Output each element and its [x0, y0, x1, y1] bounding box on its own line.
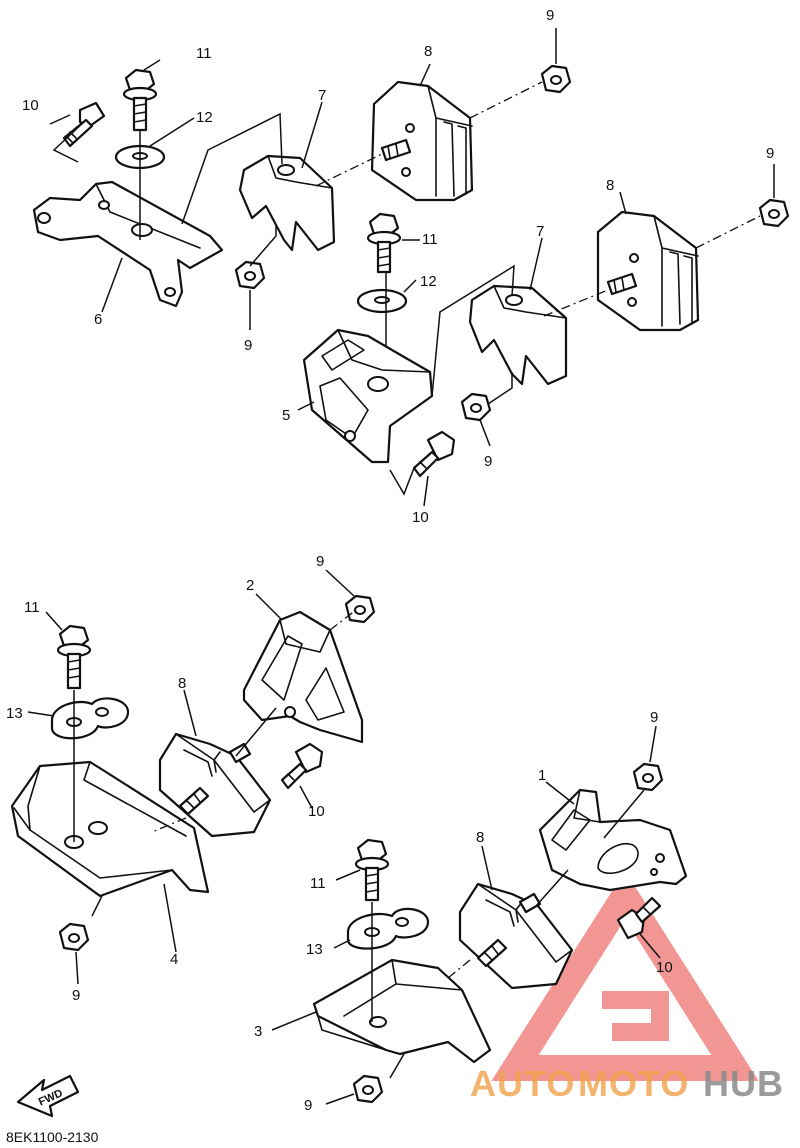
- callout-7: 7: [318, 87, 326, 104]
- callout-2: 2: [246, 577, 254, 594]
- callout-9: 9: [304, 1097, 312, 1114]
- flange-bolt-10-upper: [62, 101, 106, 148]
- callout-13: 13: [6, 705, 23, 722]
- flange-nut-9-bottom: [352, 1074, 384, 1104]
- callout-9: 9: [316, 553, 324, 570]
- flange-nut-9-left: [234, 260, 266, 290]
- callout-10: 10: [412, 509, 429, 526]
- flange-bolt-11-lower-left: [56, 624, 92, 690]
- callout-8: 8: [424, 43, 432, 60]
- callout-6: 6: [94, 311, 102, 328]
- callout-5: 5: [282, 407, 290, 424]
- lower-left-lines: [27, 569, 357, 985]
- callout-11: 11: [196, 45, 212, 62]
- rubber-damper-8-lower-left: [158, 732, 272, 838]
- mount-bracket-7-upper: [238, 154, 336, 252]
- callout-9: 9: [766, 145, 774, 162]
- rubber-damper-8-lower-right: [458, 882, 574, 990]
- flange-bolt-11-lower-right: [354, 838, 390, 902]
- flange-nut-9-lower-right: [632, 762, 664, 792]
- callout-3: 3: [254, 1023, 262, 1040]
- flange-nut-9-under-4: [58, 922, 90, 952]
- callout-8: 8: [606, 177, 614, 194]
- flange-bolt-10-middle: [412, 430, 456, 478]
- flange-nut-9-top: [540, 64, 572, 94]
- flange-nut-9-far-right: [758, 198, 790, 228]
- callout-12: 12: [420, 273, 437, 290]
- flange-nut-9-middle: [460, 392, 492, 422]
- callout-9: 9: [484, 453, 492, 470]
- upper-assembly-lines: [49, 28, 775, 507]
- flange-bolt-10-lower-right: [616, 896, 662, 940]
- engine-bracket-5: [302, 328, 434, 464]
- callout-11: 11: [422, 231, 438, 248]
- callout-9: 9: [546, 7, 554, 24]
- flange-nut-9-lower-top: [344, 594, 376, 624]
- callout-9: 9: [650, 709, 658, 726]
- flange-bolt-10-lower-left: [280, 742, 324, 790]
- watermark-auto: AUTO: [470, 1063, 575, 1104]
- plate-13-lower-right: [346, 907, 430, 950]
- callout-13: 13: [306, 941, 323, 958]
- plate-13-lower-left: [50, 697, 130, 740]
- washer-12-middle: [356, 288, 408, 314]
- rubber-damper-8-right: [596, 210, 700, 332]
- mount-bracket-7-middle: [468, 284, 568, 386]
- callout-4: 4: [170, 951, 178, 968]
- diagram-code: 8EK1100-2130: [6, 1129, 99, 1145]
- flange-bolt-11-middle: [366, 212, 402, 274]
- engine-bracket-4: [10, 760, 210, 898]
- automotohub-logo: [491, 870, 759, 1081]
- callout-10: 10: [656, 959, 673, 976]
- rubber-damper-8-upper: [370, 80, 474, 202]
- engine-bracket-1: [538, 788, 688, 892]
- forward-arrow-icon: [16, 1074, 80, 1118]
- lower-right-lines: [271, 725, 661, 1105]
- callout-10: 10: [22, 97, 39, 114]
- callout-9: 9: [72, 987, 80, 1004]
- engine-bracket-2: [242, 610, 364, 744]
- callout-12: 12: [196, 109, 213, 126]
- callout-9: 9: [244, 337, 252, 354]
- callout-8: 8: [178, 675, 186, 692]
- flange-bolt-11-upper: [122, 68, 158, 132]
- watermark-hub: HUB: [703, 1063, 784, 1104]
- callout-7: 7: [536, 223, 544, 240]
- engine-bracket-6: [32, 180, 224, 308]
- callout-8: 8: [476, 829, 484, 846]
- callout-10: 10: [308, 803, 325, 820]
- callout-11: 11: [24, 599, 40, 616]
- engine-bracket-3: [312, 958, 492, 1064]
- callout-11: 11: [310, 875, 326, 892]
- watermark-moto: MOTO: [578, 1063, 689, 1104]
- callout-1: 1: [538, 767, 546, 784]
